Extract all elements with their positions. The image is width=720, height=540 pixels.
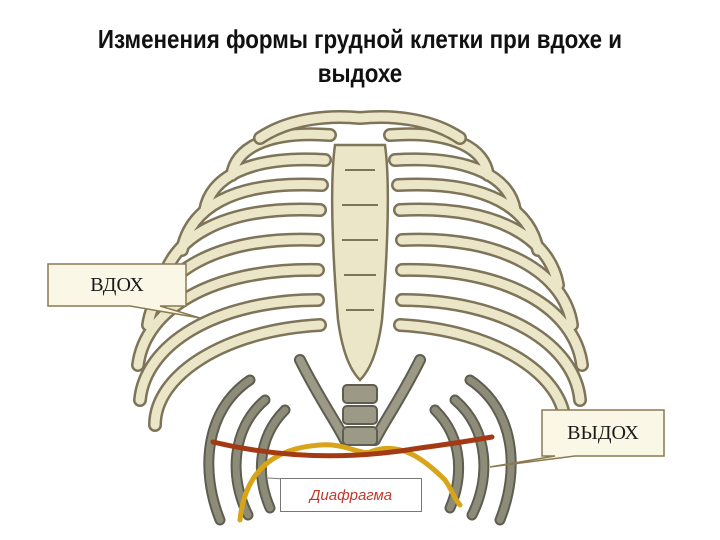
costal-arch [294,354,426,446]
inhale-diaphragm-line [210,434,495,459]
spine [342,384,378,446]
inhale-label: ВДОХ [90,273,144,296]
inhale-callout-shape [47,263,201,319]
exhale-callout-shape [489,409,665,468]
exhale-label: ВЫДОХ [567,421,639,444]
diaphragm-label: Диафрагма [280,478,422,512]
sternum [330,143,390,382]
slide-title: Изменения формы грудной клетки при вдохе… [97,24,623,88]
clavicle-region [253,110,467,145]
